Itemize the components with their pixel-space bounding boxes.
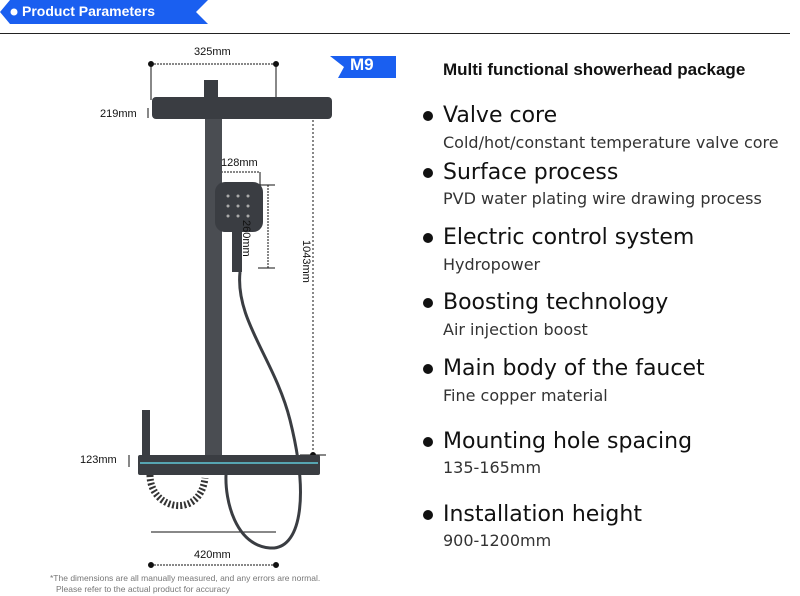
disclaimer-note: *The dimensions are all manually measure… <box>50 573 320 595</box>
spec-value: 135-165mm <box>443 458 542 477</box>
dim-shelf-thickness: 123mm <box>80 454 117 466</box>
spec-value: 900-1200mm <box>443 531 552 550</box>
divider <box>0 33 790 34</box>
spec-title: Electric control system <box>443 225 695 250</box>
bullet-icon <box>423 510 433 520</box>
dim-base-width: 420mm <box>194 549 231 561</box>
spec-value: Air injection boost <box>443 320 588 339</box>
dim-total-height: 1043mm <box>300 240 312 283</box>
note-line: *The dimensions are all manually measure… <box>50 573 321 583</box>
bullet-icon <box>423 298 433 308</box>
spec-title: Valve core <box>443 103 558 128</box>
package-title: Multi functional showerhead package <box>443 60 746 79</box>
spec-value: Hydropower <box>443 255 541 274</box>
model-tag <box>330 56 396 78</box>
spec-title: Installation height <box>443 502 642 527</box>
bullet-icon <box>423 233 433 243</box>
spec-title: Main body of the faucet <box>443 356 705 381</box>
bullet-icon <box>423 364 433 374</box>
bullet-icon <box>10 8 18 16</box>
spec-value: PVD water plating wire drawing process <box>443 189 762 208</box>
bullet-icon <box>423 111 433 121</box>
dim-handheld-height: 260mm <box>240 220 252 257</box>
spec-title: Boosting technology <box>443 290 669 315</box>
note-line: Please refer to the actual product for a… <box>56 584 230 594</box>
spec-title: Mounting hole spacing <box>443 429 693 454</box>
header-banner <box>0 0 208 24</box>
dim-handheld-width: 128mm <box>221 157 258 169</box>
spec-value: Cold/hot/constant temperature valve core <box>443 133 779 152</box>
spec-title: Surface process <box>443 160 619 185</box>
product-diagram <box>128 56 396 568</box>
section-title: Product Parameters <box>22 3 156 19</box>
bullet-icon <box>423 168 433 178</box>
dim-head-thickness: 219mm <box>100 108 137 120</box>
model-label: M9 <box>350 55 374 74</box>
dim-top-width: 325mm <box>194 46 231 58</box>
bullet-icon <box>423 437 433 447</box>
spec-value: Fine copper material <box>443 386 608 405</box>
